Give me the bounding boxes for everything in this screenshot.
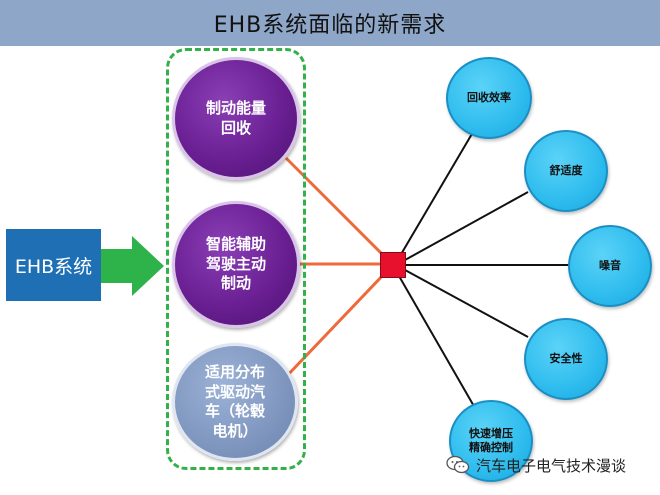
requirements-group: [166, 48, 306, 470]
requirement-label: 智能辅助 驾驶主动 制动: [205, 235, 266, 293]
watermark: 汽车电子电气技术漫谈: [446, 451, 626, 479]
spoke-outcome-2: [404, 191, 529, 261]
outcome-label: 舒适度: [549, 163, 583, 177]
connector-req-1: [284, 156, 388, 260]
requirement-label: 制动能量 回收: [205, 99, 266, 137]
green-arrow: [101, 236, 164, 296]
watermark-text: 汽车电子电气技术漫谈: [476, 456, 627, 475]
outcome-label: 回收效率: [467, 90, 511, 104]
outcome-label: 噪音: [599, 258, 621, 272]
requirement-distributed-drive: 适用分布 式驱动汽 车（轮毂 电机）: [172, 343, 298, 461]
outcome-label: 安全性: [549, 351, 583, 365]
page-title: EHB系统面临的新需求: [213, 13, 447, 38]
ehb-system-box: EHB系统: [6, 229, 101, 301]
outcome-label: 快速增压 精确控制: [469, 426, 513, 454]
central-hub-node: [380, 252, 406, 278]
outcome-recovery-efficiency: 回收效率: [446, 57, 532, 139]
wechat-icon: [446, 455, 470, 475]
requirement-active-braking: 智能辅助 驾驶主动 制动: [172, 201, 300, 328]
spoke-outcome-5: [398, 275, 476, 409]
outcome-safety: 安全性: [524, 318, 608, 400]
title-bar: EHB系统面临的新需求: [0, 0, 660, 46]
outcome-fast-pressure-control: 快速增压 精确控制: [449, 400, 533, 482]
spoke-outcome-4: [404, 269, 529, 338]
ehb-system-label: EHB系统: [14, 255, 93, 278]
requirement-label: 适用分布 式驱动汽 车（轮毂 电机）: [204, 363, 265, 440]
outcome-noise: 噪音: [568, 225, 652, 307]
outcome-comfort: 舒适度: [524, 130, 608, 212]
spoke-outcome-1: [399, 126, 477, 257]
connector-req-3: [281, 270, 388, 382]
requirement-energy-recovery: 制动能量 回收: [172, 57, 300, 180]
